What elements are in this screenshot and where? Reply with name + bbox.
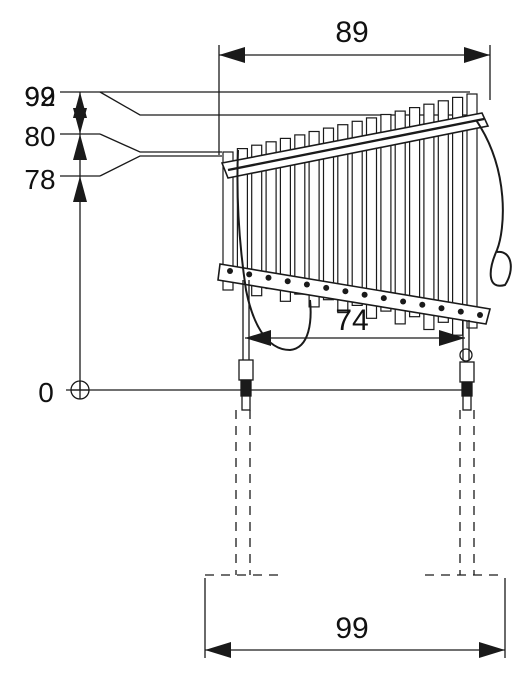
leader-78 bbox=[99, 155, 222, 177]
radiator-tube bbox=[452, 96, 464, 336]
rivet bbox=[246, 271, 253, 278]
radiator-tube bbox=[409, 106, 421, 318]
leader-80 bbox=[99, 133, 222, 153]
arrow-left-icon bbox=[205, 642, 231, 658]
right-valve bbox=[459, 320, 475, 411]
bottom-manifold bbox=[217, 263, 491, 325]
rivet bbox=[457, 308, 464, 315]
dashed-pipes bbox=[205, 410, 505, 576]
right-valve-nut bbox=[461, 381, 473, 397]
top-width-dimension bbox=[218, 45, 491, 155]
rivet bbox=[303, 281, 310, 288]
radiator-tube bbox=[251, 144, 263, 297]
rivet bbox=[227, 268, 233, 274]
hoses bbox=[236, 119, 512, 352]
inner-width-label: 74 bbox=[335, 304, 368, 337]
arrow-up-icon bbox=[73, 134, 87, 160]
arrow-down-icon bbox=[73, 108, 87, 134]
arrow-up-icon bbox=[73, 176, 87, 202]
radiator-tube bbox=[466, 93, 478, 329]
top-width-label: 89 bbox=[335, 16, 368, 49]
arrow-left-icon bbox=[219, 47, 245, 63]
radiator-tube bbox=[423, 103, 435, 331]
rivet bbox=[265, 274, 272, 281]
right-valve-tail bbox=[462, 395, 472, 411]
radiator-tubes bbox=[222, 93, 478, 336]
rivet bbox=[419, 301, 426, 308]
radiator-tube bbox=[337, 124, 349, 314]
arrow-right-icon bbox=[464, 47, 490, 63]
radiator-tube bbox=[380, 113, 392, 312]
radiator-tube bbox=[351, 120, 363, 307]
radiator-tube bbox=[365, 117, 378, 319]
arrow-right-icon bbox=[439, 330, 465, 346]
bottom-width-label: 99 bbox=[335, 612, 368, 645]
radiator-tube bbox=[437, 100, 449, 323]
radiator-tube bbox=[222, 151, 234, 291]
leader-92 bbox=[99, 91, 470, 116]
rivet bbox=[438, 305, 445, 312]
radiator-tube bbox=[308, 130, 320, 308]
height-label-92: 92 bbox=[24, 81, 55, 112]
arrow-left-icon bbox=[245, 330, 271, 346]
height-label-80: 80 bbox=[24, 121, 55, 152]
manifold-rivets bbox=[227, 268, 483, 318]
left-valve-body bbox=[238, 359, 254, 381]
rivet bbox=[380, 295, 387, 302]
left-valve-tail bbox=[241, 395, 251, 411]
height-label-78: 78 bbox=[24, 164, 55, 195]
radiator-tube bbox=[394, 110, 406, 325]
top-manifold-centerline bbox=[227, 117, 485, 172]
left-valve-nut bbox=[240, 379, 252, 397]
radiator-tube bbox=[279, 137, 291, 302]
origin-label: 0 bbox=[38, 377, 54, 408]
left-valve bbox=[238, 280, 254, 411]
height-label-99: 99 bbox=[24, 81, 55, 112]
right-hose bbox=[475, 119, 512, 287]
rivet bbox=[323, 284, 330, 291]
bottom-width-dimension bbox=[204, 578, 506, 658]
rivet bbox=[400, 298, 407, 305]
inner-width-dimension bbox=[245, 330, 465, 346]
height-dimension-ladder bbox=[60, 91, 470, 400]
rivet bbox=[361, 291, 368, 298]
rivet bbox=[477, 312, 483, 318]
rivet bbox=[342, 288, 349, 295]
radiator-tube bbox=[322, 127, 335, 301]
right-valve-body bbox=[459, 361, 475, 383]
left-hose bbox=[236, 149, 312, 352]
rivet bbox=[284, 278, 291, 285]
top-manifold bbox=[220, 112, 490, 179]
right-valve-knob bbox=[459, 348, 473, 362]
arrow-right-icon bbox=[479, 642, 505, 658]
